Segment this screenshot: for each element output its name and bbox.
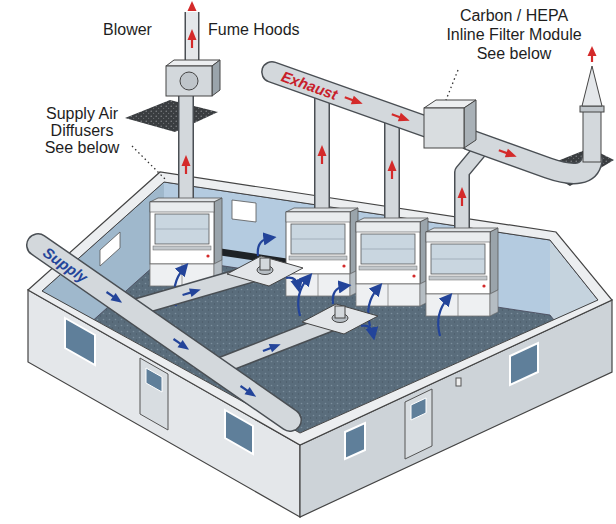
supply-arrow xyxy=(238,382,259,400)
supply-branch xyxy=(215,322,333,368)
blower xyxy=(178,94,194,120)
room-interior xyxy=(42,182,598,375)
supply-arrow xyxy=(104,288,125,306)
exhaust-arrow xyxy=(505,149,518,161)
supply-arrow xyxy=(261,340,282,355)
blower xyxy=(166,66,212,96)
window xyxy=(345,423,365,459)
window xyxy=(510,343,538,385)
window xyxy=(65,318,95,365)
blower xyxy=(212,60,220,96)
callout-label: Blower xyxy=(103,20,152,39)
exhaust-arrow xyxy=(458,187,467,198)
blower xyxy=(180,94,193,120)
air-diffuser xyxy=(227,256,303,286)
fume-hood xyxy=(150,198,498,316)
exhaust-arrow xyxy=(458,187,467,206)
exhaust-arrow xyxy=(398,113,411,125)
exhaust-arrow xyxy=(318,145,327,164)
supply-branch xyxy=(215,322,333,368)
exhaust-stack xyxy=(583,110,601,162)
room-airflow-arrow xyxy=(438,298,448,336)
air-diffuser xyxy=(302,304,378,334)
exhaust-arrow xyxy=(318,145,327,156)
exhaust-arrow xyxy=(188,1,197,11)
duct-label: Exhaust xyxy=(279,67,340,103)
fume-hood xyxy=(356,218,428,306)
leader-line xyxy=(132,146,166,180)
callout-label: Carbon / HEPA Inline Filter Module See b… xyxy=(441,6,587,63)
hood-duct xyxy=(384,114,400,224)
exhaust-stack xyxy=(582,66,602,106)
door xyxy=(140,358,168,430)
supply-arrow xyxy=(171,335,192,353)
exhaust-arrow xyxy=(188,29,197,48)
hood-duct xyxy=(180,112,193,204)
filter-module xyxy=(424,100,476,148)
fume-hood xyxy=(150,198,222,286)
hood-duct xyxy=(316,90,329,214)
diffuser-airflow-arrow xyxy=(286,278,298,286)
door xyxy=(456,378,461,386)
exhaust-stack xyxy=(580,66,604,162)
exhaust-stack xyxy=(580,106,604,112)
room-exterior xyxy=(28,172,612,445)
exhaust-arrow xyxy=(390,110,411,125)
hood-duct xyxy=(462,148,482,234)
fume-hood xyxy=(286,208,358,296)
supply-arrow xyxy=(245,387,259,401)
leader-line xyxy=(446,70,458,100)
blower xyxy=(180,72,198,90)
filter-module xyxy=(424,108,464,148)
exhaust-arrow xyxy=(188,1,197,11)
fume-hood xyxy=(426,228,498,316)
air-diffuser xyxy=(335,306,345,318)
door xyxy=(405,389,432,459)
hood-duct xyxy=(314,90,330,214)
door xyxy=(411,398,426,420)
hood-duct xyxy=(462,148,482,234)
roof-patch xyxy=(125,100,218,132)
exhaust-arrow xyxy=(388,160,397,179)
hood-duct xyxy=(386,114,399,224)
supply-arrow xyxy=(189,285,202,297)
filter-module xyxy=(464,100,476,148)
exhaust-arrow xyxy=(497,146,518,161)
exhaust-arrow xyxy=(182,155,191,174)
diffuser-airflow-arrow xyxy=(258,238,270,256)
supply-arrow xyxy=(178,340,192,354)
supply-arrow xyxy=(104,285,282,400)
exhaust-arrow xyxy=(182,155,191,166)
door xyxy=(146,368,162,392)
blower xyxy=(186,12,198,66)
blower xyxy=(166,60,220,66)
room-interior xyxy=(232,200,256,222)
blower xyxy=(185,12,200,66)
exhaust-arrow xyxy=(182,1,597,206)
supply-arrow xyxy=(181,285,202,299)
callout-label: Supply Air Diffusers See below xyxy=(37,105,127,156)
room-interior xyxy=(550,240,598,375)
supply-arrow xyxy=(111,293,125,307)
room-exterior xyxy=(28,172,612,517)
exhaust-arrow xyxy=(188,29,197,40)
room-airflow-arrow xyxy=(298,278,308,316)
diffuser-airflow-arrow xyxy=(361,326,373,334)
diffuser-airflow-arrow xyxy=(333,286,345,304)
diffuser-airflow-arrow xyxy=(258,238,373,334)
exhaust-arrow xyxy=(351,96,364,108)
window xyxy=(225,410,253,454)
callout-label: Fume Hoods xyxy=(208,20,300,39)
air-diffuser xyxy=(260,258,270,270)
exhaust-duct xyxy=(470,140,592,173)
exhaust-arrow xyxy=(588,46,597,62)
supply-arrow xyxy=(269,340,283,352)
air-diffuser xyxy=(227,256,378,334)
hood-duct xyxy=(178,112,194,204)
exhaust-duct xyxy=(470,140,592,173)
exhaust-arrow xyxy=(343,93,364,108)
exhaust-arrow xyxy=(388,160,397,171)
exhaust-arrow xyxy=(588,46,597,56)
